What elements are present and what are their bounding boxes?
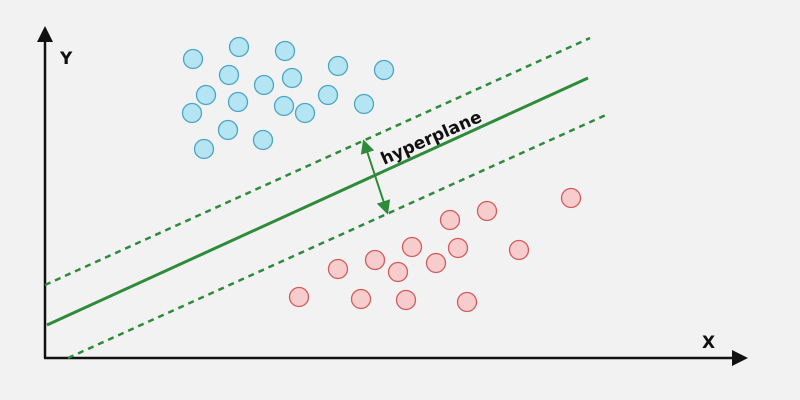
lower-margin-line (67, 112, 609, 360)
class-b-points (288, 187, 582, 313)
class-a-point-1 (182, 48, 204, 70)
class-b-point-6 (508, 239, 530, 261)
upper-margin-line (44, 36, 591, 287)
axes: Y X (37, 26, 748, 366)
class-b-point-13 (395, 289, 417, 311)
class-b-point-14 (456, 291, 478, 313)
class-a-point-7 (327, 55, 349, 77)
class-b-point-1 (560, 187, 582, 209)
class-b-point-11 (288, 286, 310, 308)
class-a-point-3 (274, 40, 296, 62)
y-axis-label: Y (59, 49, 73, 69)
class-b-point-9 (327, 258, 349, 280)
hyperplane-label: hyperplane (378, 107, 485, 169)
class-a-point-8 (373, 59, 395, 81)
class-a-point-9 (195, 84, 217, 106)
hyperplane-line (46, 76, 589, 327)
class-a-point-13 (317, 84, 339, 106)
class-b-point-7 (364, 249, 386, 271)
class-a-point-2 (228, 36, 250, 58)
class-a-point-14 (353, 93, 375, 115)
x-axis-arrow-icon (732, 350, 748, 366)
margin-width-arrow (360, 139, 391, 215)
class-a-point-5 (253, 74, 275, 96)
class-b-point-5 (447, 237, 469, 259)
class-b-point-4 (401, 236, 423, 258)
class-a-point-17 (252, 129, 274, 151)
class-a-point-18 (193, 138, 215, 160)
class-a-point-15 (181, 102, 203, 124)
y-axis-arrow-icon (37, 26, 53, 42)
class-a-point-11 (273, 95, 295, 117)
class-a-point-10 (227, 91, 249, 113)
class-b-point-3 (439, 209, 461, 231)
class-b-point-8 (425, 252, 447, 274)
class-a-point-6 (281, 67, 303, 89)
class-b-point-10 (387, 261, 409, 283)
class-a-point-12 (294, 102, 316, 124)
class-a-point-16 (217, 119, 239, 141)
class-b-point-2 (476, 200, 498, 222)
x-axis-label: X (702, 333, 715, 353)
class-a-points (181, 36, 395, 160)
class-a-point-4 (218, 64, 240, 86)
class-b-point-12 (350, 288, 372, 310)
